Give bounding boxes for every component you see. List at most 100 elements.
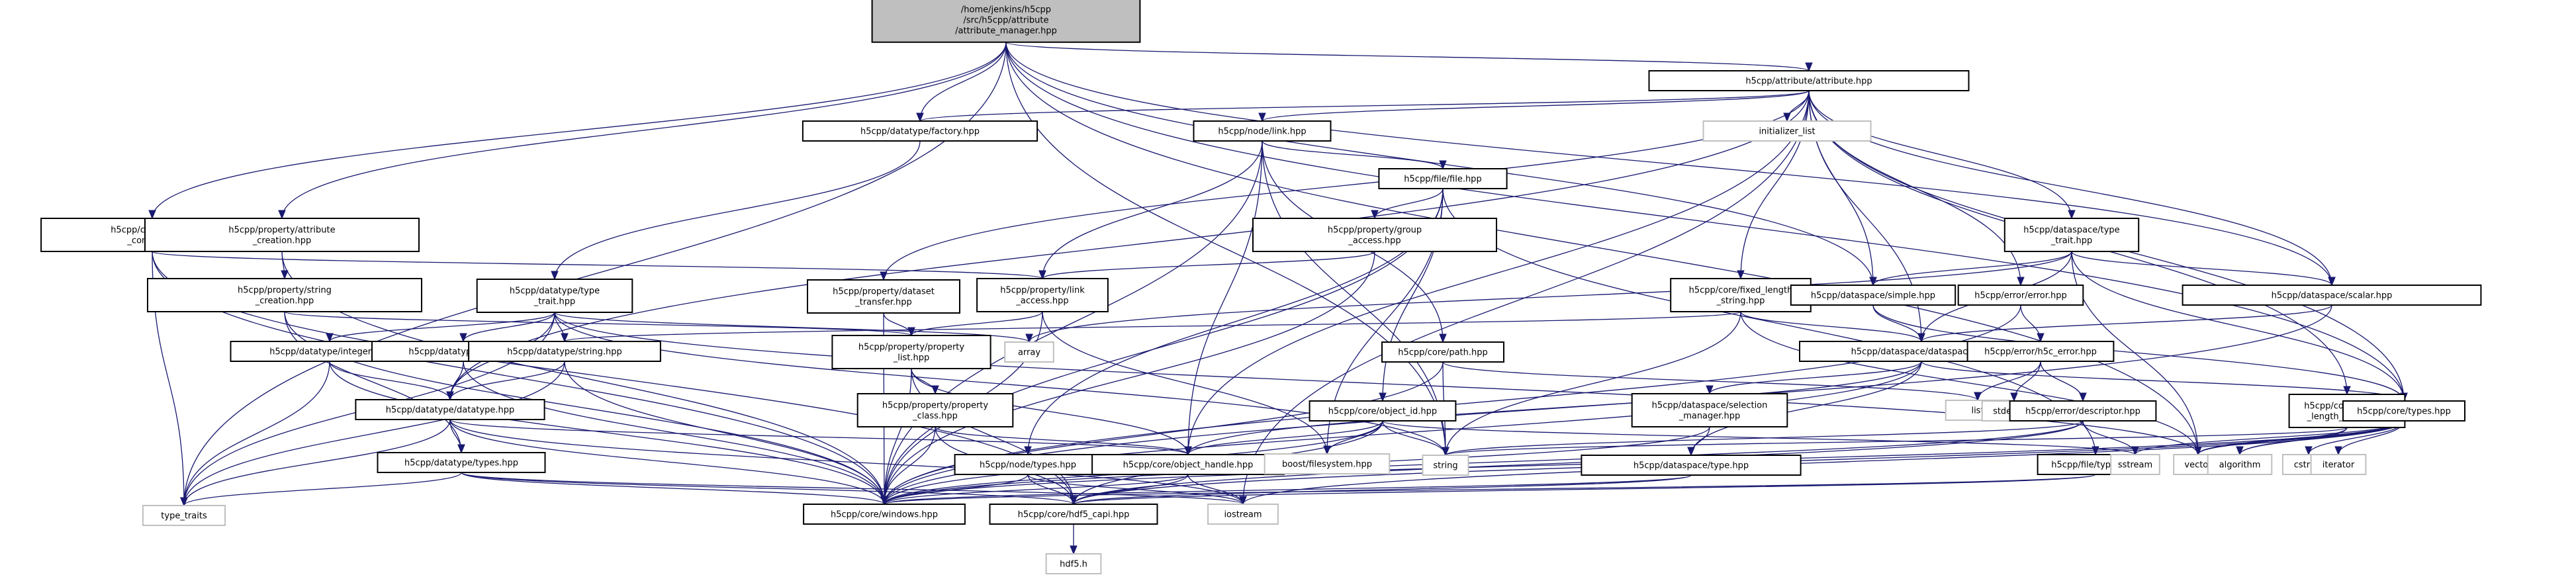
node-box-proplist bbox=[831, 335, 991, 369]
arrowhead-attribute-to-fixedstr bbox=[1737, 270, 1745, 280]
node-objhandle[interactable]: h5cpp/core/object_handle.hpp bbox=[1091, 454, 1285, 475]
edge-nodetypes-to-windows bbox=[884, 474, 1029, 505]
node-box-initlist bbox=[1702, 120, 1872, 142]
node-coretypes[interactable]: h5cpp/core/types.hpp bbox=[2342, 400, 2465, 422]
arrowhead-coretypes-to-algorithm bbox=[2236, 446, 2244, 456]
node-label-algorithm: algorithm bbox=[2219, 461, 2261, 470]
node-nodetypes[interactable]: h5cpp/node/types.hpp bbox=[954, 454, 1102, 475]
node-linkaccess[interactable]: h5cpp/property/link_access.hpp bbox=[976, 278, 1109, 312]
node-box-iostream bbox=[1207, 504, 1279, 525]
node-label-dttypes: h5cpp/datatype/types.hpp bbox=[404, 459, 518, 468]
node-label-groupaccess: _access.hpp bbox=[1348, 236, 1401, 246]
arrowhead-groupaccess-to-linkaccess bbox=[1038, 270, 1046, 280]
node-hdf5h: hdf5.h bbox=[1045, 553, 1102, 574]
edge-propclass-to-objhandle bbox=[935, 426, 1189, 455]
edge-h5cerror-to-stdexcept bbox=[2013, 361, 2041, 402]
edge-attribute-to-factory bbox=[919, 90, 1810, 122]
node-windows[interactable]: h5cpp/core/windows.hpp bbox=[803, 504, 966, 525]
node-dstype[interactable]: h5cpp/dataspace/type.hpp bbox=[1581, 455, 1802, 476]
node-attrcreation[interactable]: h5cpp/property/attribute_creation.hpp bbox=[144, 218, 420, 252]
edge-scalar-to-dataspace bbox=[1921, 304, 2332, 342]
node-h5cerror[interactable]: h5cpp/error/h5c_error.hpp bbox=[1966, 341, 2115, 362]
node-error[interactable]: h5cpp/error/error.hpp bbox=[1957, 285, 2084, 306]
edge-coretypes-to-iostream bbox=[1242, 420, 2405, 505]
node-label-dtstring: h5cpp/datatype/string.hpp bbox=[507, 347, 621, 357]
node-sstream: sstream bbox=[2110, 454, 2160, 475]
arrowhead-attribute-to-error bbox=[2017, 277, 2025, 287]
node-dtstring[interactable]: h5cpp/datatype/string.hpp bbox=[468, 341, 661, 362]
arrowhead-dttype_trait-to-float bbox=[459, 333, 467, 343]
node-proplist[interactable]: h5cpp/property/property_list.hpp bbox=[831, 335, 991, 369]
edge-dataspace-to-coretypes bbox=[1921, 361, 2405, 402]
node-dttypes[interactable]: h5cpp/datatype/types.hpp bbox=[377, 452, 546, 473]
edge-dstype_trait-to-simple bbox=[1872, 251, 2072, 286]
arrowhead-attribute-to-dstransfer bbox=[880, 271, 888, 281]
edge-root-to-attrcreation bbox=[281, 42, 1007, 219]
edge-strcreation-to-dttypes bbox=[284, 311, 462, 453]
edge-varlenstr-to-string bbox=[1445, 427, 2348, 456]
node-selmgr[interactable]: h5cpp/dataspace/selection_manager.hpp bbox=[1631, 393, 1788, 427]
edge-datatype-to-iostream bbox=[449, 419, 1244, 505]
node-path[interactable]: h5cpp/core/path.hpp bbox=[1381, 341, 1504, 363]
arrowhead-selmgr-to-dstype bbox=[1687, 447, 1695, 457]
node-dstransfer[interactable]: h5cpp/property/dataset_transfer.hpp bbox=[807, 279, 960, 314]
node-label-typetraits: type_traits bbox=[161, 511, 207, 521]
node-box-dstype_trait bbox=[2003, 218, 2140, 252]
node-label-factory: h5cpp/datatype/factory.hpp bbox=[860, 127, 980, 137]
node-label-error: h5cpp/error/error.hpp bbox=[1974, 291, 2067, 301]
arrowhead-root-to-attribute bbox=[1805, 62, 1813, 72]
edge-file-to-groupaccess bbox=[1374, 188, 1444, 219]
edge-dttypes-to-iostream bbox=[461, 472, 1244, 505]
node-label-nodetypes: h5cpp/node/types.hpp bbox=[980, 461, 1076, 470]
node-box-attrcreation bbox=[144, 218, 420, 252]
node-propclass[interactable]: h5cpp/property/property_class.hpp bbox=[856, 393, 1014, 427]
edge-dstype_trait-to-scalar bbox=[2071, 251, 2332, 286]
node-label-selmgr: _manager.hpp bbox=[1679, 412, 1741, 422]
node-objectid[interactable]: h5cpp/core/object_id.hpp bbox=[1309, 400, 1457, 422]
node-link[interactable]: h5cpp/node/link.hpp bbox=[1193, 120, 1332, 142]
node-box-datatype bbox=[355, 399, 545, 420]
node-label-vector: vector bbox=[2184, 461, 2212, 470]
node-box-factory bbox=[802, 120, 1038, 142]
node-factory[interactable]: h5cpp/datatype/factory.hpp bbox=[802, 120, 1038, 142]
node-root[interactable]: /home/jenkins/h5cpp/src/h5cpp/attribute/… bbox=[871, 0, 1141, 43]
node-strcreation[interactable]: h5cpp/property/string_creation.hpp bbox=[147, 278, 422, 312]
node-attribute[interactable]: h5cpp/attribute/attribute.hpp bbox=[1648, 70, 1970, 91]
arrowhead-hdf5capi-to-hdf5h bbox=[1070, 545, 1078, 555]
node-dttype_trait[interactable]: h5cpp/datatype/type_trait.hpp bbox=[476, 279, 633, 313]
node-box-boostfs bbox=[1264, 453, 1391, 474]
node-box-dttypes bbox=[377, 452, 546, 473]
arrowhead-dttypes-to-typetraits bbox=[180, 497, 188, 507]
node-box-groupaccess bbox=[1252, 218, 1497, 252]
node-dstype_trait[interactable]: h5cpp/dataspace/type_trait.hpp bbox=[2003, 218, 2140, 252]
node-datatype[interactable]: h5cpp/datatype/datatype.hpp bbox=[355, 399, 545, 420]
edge-dtstring-to-windows bbox=[564, 361, 885, 505]
node-label-groupaccess: h5cpp/property/group bbox=[1328, 226, 1422, 236]
edge-link-to-linkaccess bbox=[1042, 140, 1263, 279]
node-fixedstr[interactable]: h5cpp/core/fixed_length_string.hpp bbox=[1670, 278, 1812, 312]
node-scalar[interactable]: h5cpp/dataspace/scalar.hpp bbox=[2182, 285, 2482, 306]
node-file[interactable]: h5cpp/file/file.hpp bbox=[1378, 168, 1508, 189]
node-iterator: iterator bbox=[2310, 454, 2367, 475]
arrowhead-h5cerror-to-list bbox=[1974, 392, 1982, 402]
arrowhead-fixedstr-to-dtstring bbox=[561, 333, 569, 343]
node-groupaccess[interactable]: h5cpp/property/group_access.hpp bbox=[1252, 218, 1497, 252]
node-typetraits: type_traits bbox=[142, 505, 226, 526]
edge-filetypes-to-hdf5capi bbox=[1073, 474, 2096, 505]
node-box-windows bbox=[803, 504, 966, 525]
node-label-array: array bbox=[1018, 348, 1040, 358]
node-label-dstype: h5cpp/dataspace/type.hpp bbox=[1633, 461, 1749, 471]
node-simple[interactable]: h5cpp/dataspace/simple.hpp bbox=[1790, 285, 1956, 306]
node-label-attrcreation: _creation.hpp bbox=[252, 236, 311, 246]
arrowhead-file-to-groupaccess bbox=[1371, 210, 1379, 220]
edge-root-to-itercfg bbox=[152, 42, 1007, 219]
node-descriptor[interactable]: h5cpp/error/descriptor.hpp bbox=[2009, 400, 2157, 422]
edge-descriptor-to-windows bbox=[884, 420, 2084, 505]
node-hdf5capi[interactable]: h5cpp/core/hdf5_capi.hpp bbox=[989, 504, 1158, 525]
node-boostfs: boost/filesystem.hpp bbox=[1264, 453, 1391, 474]
node-box-hdf5capi bbox=[989, 504, 1158, 525]
node-label-strcreation: h5cpp/property/string bbox=[238, 286, 332, 296]
edge-descriptor-to-hdf5capi bbox=[1073, 420, 2084, 505]
arrowhead-dttype_trait-to-integer bbox=[326, 333, 334, 343]
